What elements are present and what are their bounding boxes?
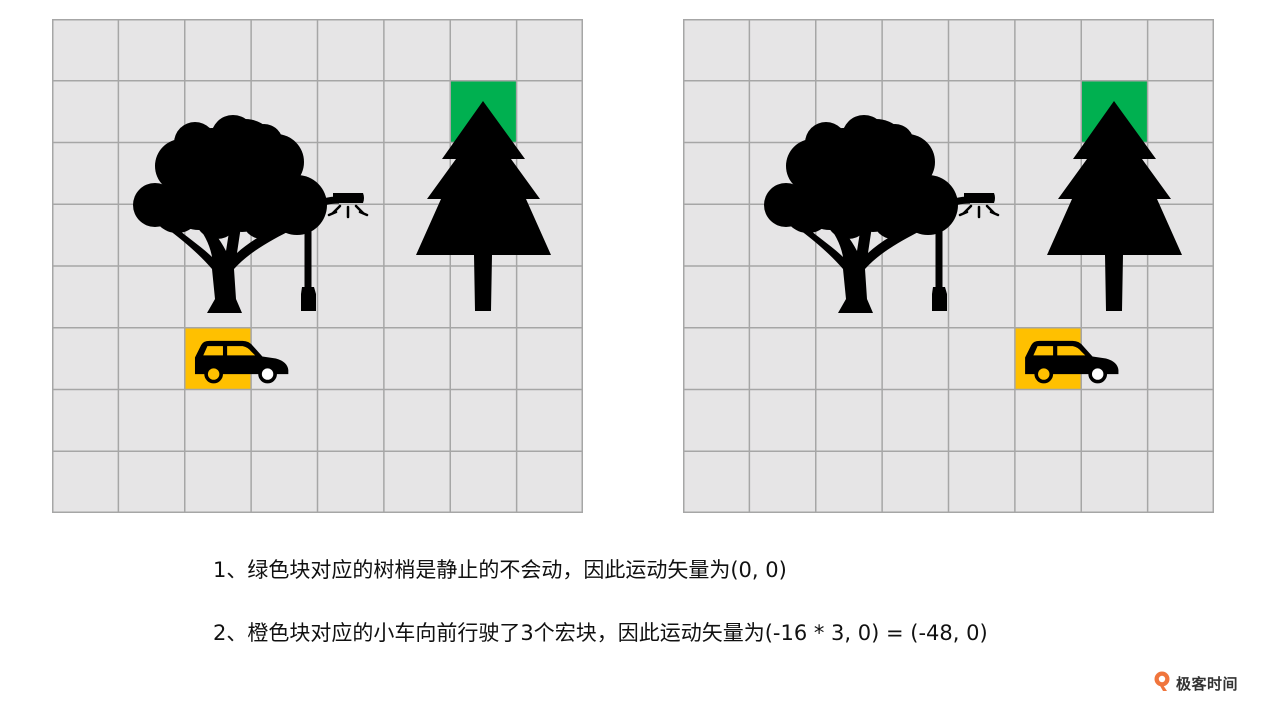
car-icon xyxy=(1025,340,1119,384)
panel-frame-before xyxy=(52,19,583,513)
deciduous-tree-icon xyxy=(764,115,958,313)
grid-diagram xyxy=(52,19,583,513)
brand-logo: 极客时间 xyxy=(1152,671,1238,695)
deciduous-tree-icon xyxy=(133,115,327,313)
geektime-logo-icon xyxy=(1152,670,1172,696)
caption-green-block: 1、绿色块对应的树梢是静止的不会动，因此运动矢量为(0, 0) xyxy=(213,558,787,582)
street-lamp-icon xyxy=(932,193,1000,311)
brand-text: 极客时间 xyxy=(1176,674,1239,693)
panel-frame-after xyxy=(683,19,1214,513)
car-icon xyxy=(194,340,289,384)
pine-tree-icon xyxy=(1047,101,1182,311)
street-lamp-icon xyxy=(301,193,369,311)
caption-orange-block: 2、橙色块对应的小车向前行驶了3个宏块，因此运动矢量为(-16 * 3, 0) … xyxy=(213,621,988,645)
grid-diagram xyxy=(683,19,1214,513)
pine-tree-icon xyxy=(416,101,551,311)
